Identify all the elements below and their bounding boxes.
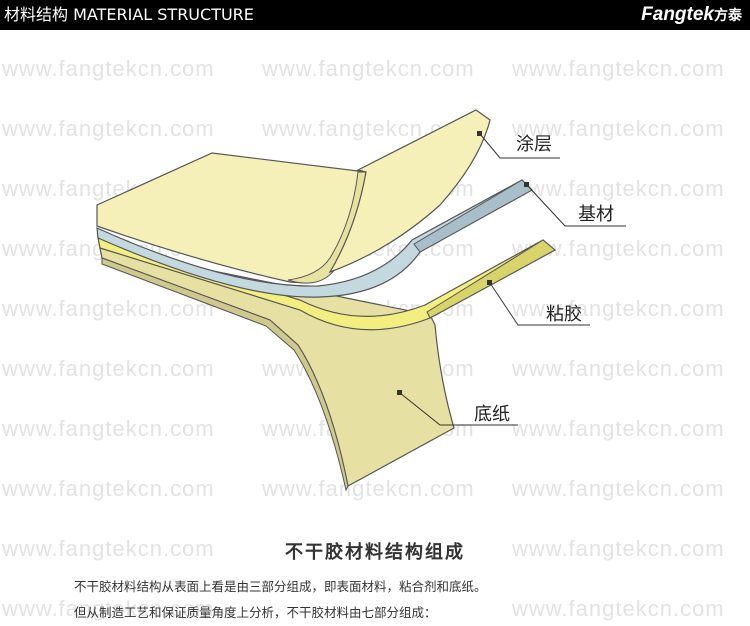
coating-flap-back <box>328 109 491 274</box>
leader-dot <box>524 182 529 187</box>
label-coating: 涂层 <box>516 134 552 155</box>
label-adhesive: 粘胶 <box>546 304 582 325</box>
leader-line-base <box>526 184 626 227</box>
watermark-text: www.fangtekcn.com <box>2 596 215 621</box>
label-base-material: 基材 <box>578 204 614 225</box>
watermark-text: www.fangtekcn.com <box>512 356 725 381</box>
layer-structure-diagram <box>96 109 626 492</box>
watermark-text: www.fangtekcn.com <box>2 356 215 381</box>
watermark-text: www.fangtekcn.com <box>512 56 725 81</box>
leader-dot <box>477 131 482 136</box>
watermark-text: www.fangtekcn.com <box>262 476 475 501</box>
watermark-text: www.fangtekcn.com <box>512 296 725 321</box>
watermark-text: www.fangtekcn.com <box>2 476 215 501</box>
watermark-text: www.fangtekcn.com <box>512 116 725 141</box>
page-title: 材料结构 MATERIAL STRUCTURE <box>4 5 254 24</box>
header-bar: 材料结构 MATERIAL STRUCTURE Fangtek方泰 <box>0 0 750 30</box>
watermark-text: www.fangtekcn.com <box>512 536 725 561</box>
watermark-text: www.fangtekcn.com <box>2 56 215 81</box>
leader-line-adhesive <box>489 282 590 326</box>
brand-name: Fangtek <box>641 4 714 25</box>
watermark-text: www.fangtekcn.com <box>512 596 725 621</box>
watermark-text: www.fangtekcn.com <box>512 476 725 501</box>
brand-logo: Fangtek方泰 <box>641 0 742 30</box>
watermark-text: www.fangtekcn.com <box>2 416 215 441</box>
description-paragraph-2: 但从制造工艺和保证质量角度上分析，不干胶材料由七部分组成： <box>74 605 437 620</box>
label-backing-paper: 底纸 <box>474 404 510 425</box>
leader-line-coating <box>479 133 560 159</box>
backing-paper-edge <box>101 257 349 492</box>
watermark-text: www.fangtekcn.com <box>2 536 215 561</box>
watermark-text: www.fangtekcn.com <box>512 176 725 201</box>
leader-line-backing <box>399 392 518 426</box>
leader-dot <box>487 280 492 285</box>
description-paragraph-1: 不干胶材料结构从表面上看是由三部分组成，即表面材料，粘合剂和底纸。 <box>74 579 487 594</box>
watermark-text: www.fangtekcn.com <box>2 116 215 141</box>
leader-dot <box>397 390 402 395</box>
watermark-text: www.fangtekcn.com <box>2 296 215 321</box>
section-heading: 不干胶材料结构组成 <box>285 542 465 563</box>
adhesive-layer-edge <box>426 239 556 319</box>
watermark-text: www.fangtekcn.com <box>512 416 725 441</box>
watermark-text: www.fangtekcn.com <box>262 56 475 81</box>
brand-name-cn: 方泰 <box>714 8 742 24</box>
